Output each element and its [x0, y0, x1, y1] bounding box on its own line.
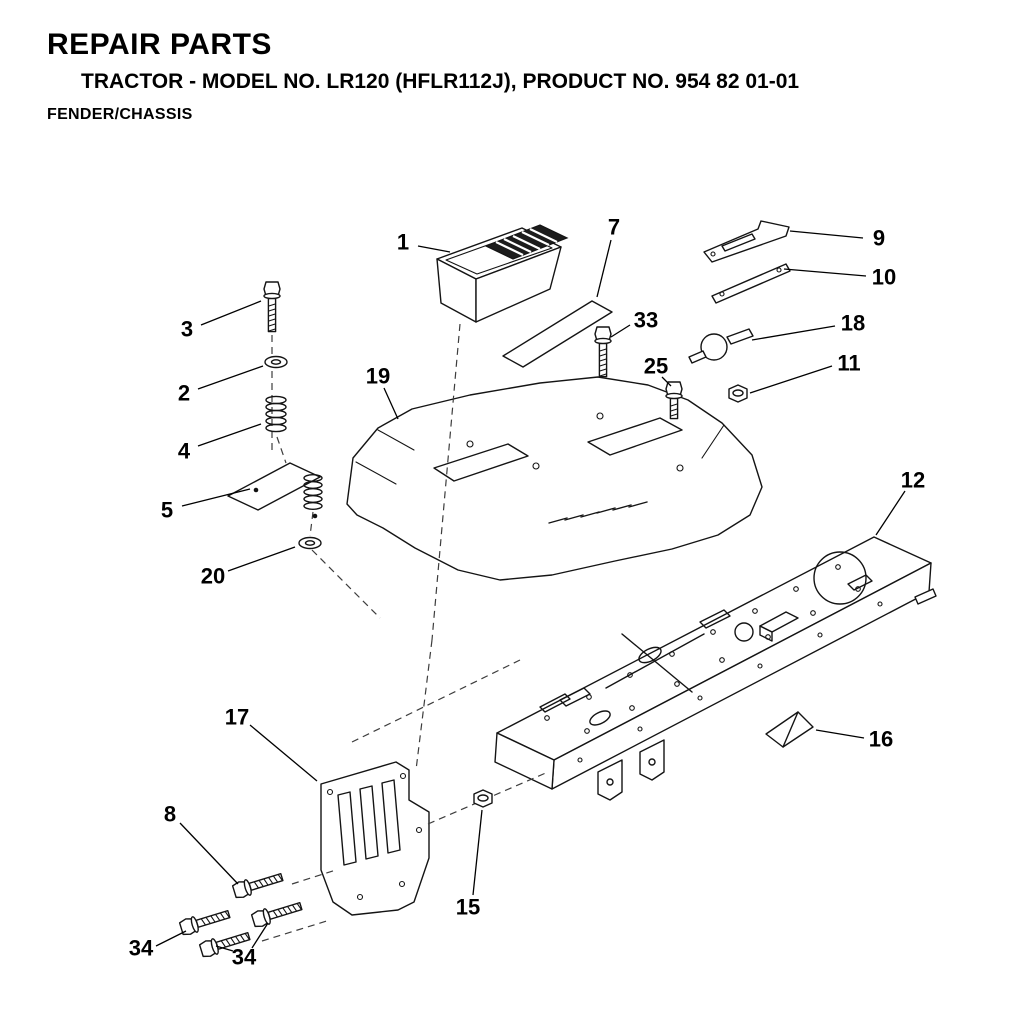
- leader-line-7-1: [596, 239, 612, 298]
- part-9-bracket: [703, 220, 790, 263]
- callout-5-12: 5: [161, 498, 173, 523]
- callout-12-13: 12: [901, 468, 925, 493]
- part-7-panel: [502, 300, 613, 368]
- part-3-bolt: [263, 281, 281, 333]
- callout-19-10: 19: [366, 364, 390, 389]
- section-label: FENDER/CHASSIS: [47, 106, 193, 123]
- leader-line-34-20: [215, 945, 234, 952]
- callout-34-19: 34: [129, 936, 154, 961]
- callout-18-5: 18: [841, 311, 865, 336]
- model-subtitle: TRACTOR - MODEL NO. LR120 (HFLR112J), PR…: [81, 70, 800, 93]
- page-header: REPAIR PARTS TRACTOR - MODEL NO. LR120 (…: [47, 28, 799, 124]
- leader-line-2-9: [197, 365, 264, 390]
- leader-line-3-8: [200, 300, 262, 326]
- callout-7-1: 7: [608, 215, 620, 240]
- callout-20-14: 20: [201, 564, 225, 589]
- callout-17-16: 17: [225, 705, 249, 730]
- part-2-washer: [264, 355, 288, 369]
- callout-1-0: 1: [397, 230, 409, 255]
- leader-line-16-15: [815, 729, 865, 739]
- callout-9-2: 9: [873, 226, 885, 251]
- leader-line-25-6: [661, 376, 672, 387]
- leader-line-34-20: [251, 922, 269, 949]
- leader-line-8-17: [179, 822, 239, 885]
- part-10-strip: [711, 263, 791, 304]
- leader-line-17-16: [249, 724, 318, 782]
- part-15-nut: [473, 789, 493, 808]
- callout-33-4: 33: [634, 308, 658, 333]
- leader-line-4-11: [197, 423, 262, 447]
- leader-line-1-0: [417, 245, 451, 253]
- part-18-clamp: [688, 328, 754, 364]
- leader-line-34-19: [155, 930, 187, 947]
- leader-line-11-7: [749, 365, 833, 394]
- part-34-bolt-c: [250, 897, 304, 929]
- leader-line-18-5: [751, 325, 836, 341]
- callout-3-8: 3: [181, 317, 193, 342]
- leader-line-19-10: [383, 387, 399, 420]
- part-33-bolt: [594, 326, 612, 378]
- callout-25-6: 25: [644, 354, 668, 379]
- part-12-chassis: [494, 536, 937, 801]
- leader-line-20-14: [227, 546, 296, 572]
- page-title: REPAIR PARTS: [47, 28, 272, 61]
- part-4-spring: [265, 395, 287, 433]
- part-5-plate: [227, 462, 323, 519]
- leader-line-12-13: [875, 490, 906, 536]
- part-20-washer: [298, 536, 322, 550]
- callout-10-3: 10: [872, 265, 896, 290]
- callout-16-15: 16: [869, 727, 893, 752]
- callout-15-18: 15: [456, 895, 480, 920]
- callout-8-17: 8: [164, 802, 176, 827]
- callout-4-11: 4: [178, 439, 191, 464]
- part-34-bolt-a: [178, 905, 232, 937]
- part-1-battery-tray: [436, 224, 569, 323]
- part-11-nut: [728, 384, 748, 403]
- part-16-wedge: [765, 711, 814, 748]
- fender-vents: [548, 501, 648, 524]
- leader-line-15-18: [472, 809, 483, 896]
- part-8-bolt: [231, 868, 285, 900]
- leader-line-33-4: [610, 324, 631, 338]
- part-17-bracket: [320, 761, 430, 916]
- callout-34-20: 34: [232, 945, 257, 970]
- chassis-holes: [544, 564, 883, 763]
- part-19-fender: [346, 376, 763, 581]
- leader-line-10-3: [783, 268, 867, 277]
- leader-line-5-12: [181, 488, 251, 507]
- leader-line-9-2: [789, 230, 864, 239]
- callout-11-7: 11: [837, 351, 860, 376]
- callout-2-9: 2: [178, 381, 190, 406]
